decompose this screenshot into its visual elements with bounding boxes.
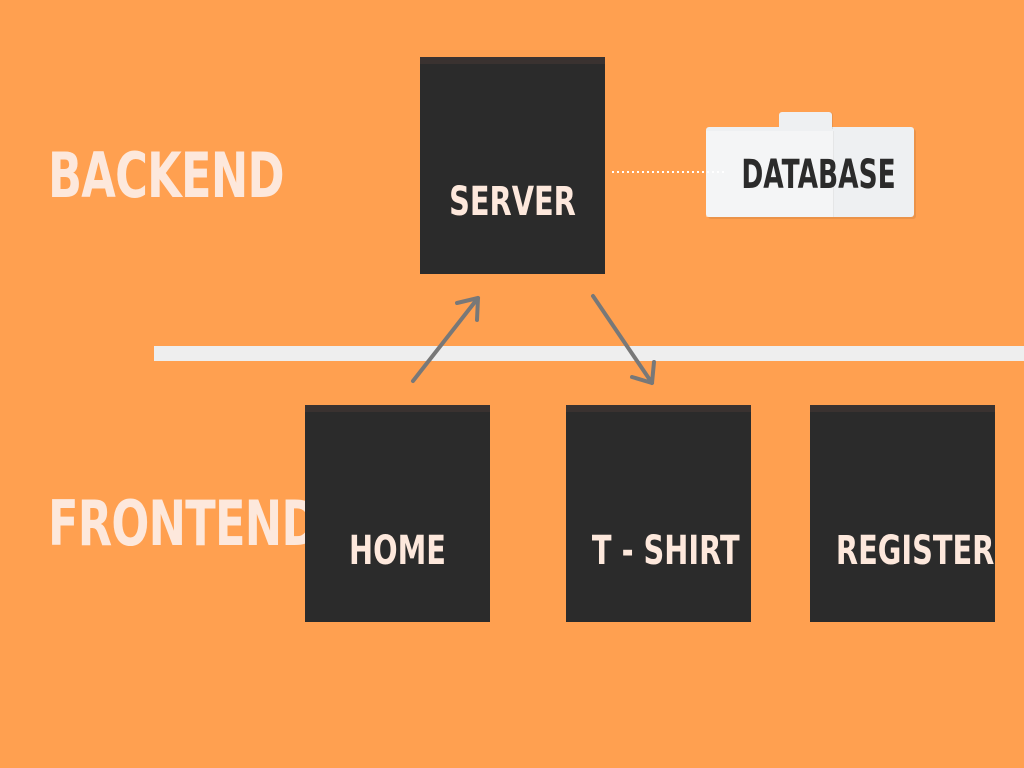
database-folder-front [706, 131, 834, 217]
section-label-backend: BACKEND [48, 139, 285, 212]
home-node-label: HOME [349, 528, 446, 574]
section-label-frontend: FRONTEND [48, 487, 318, 560]
home-node: HOME [305, 405, 490, 622]
arrow-down-icon [591, 294, 656, 385]
database-folder-tab [779, 112, 832, 129]
database-folder-icon [706, 127, 914, 217]
layer-divider [154, 346, 1024, 361]
register-node: REGISTER [810, 405, 995, 622]
register-node-label: REGISTER [835, 528, 995, 574]
arrow-up-icon [411, 296, 480, 383]
server-node: SERVER [420, 57, 605, 274]
database-node-label: DATABASE [741, 152, 896, 198]
tshirt-node: T - SHIRT [566, 405, 751, 622]
server-node-label: SERVER [449, 179, 576, 225]
tshirt-node-label: T - SHIRT [591, 528, 740, 574]
database-node: DATABASE [706, 112, 914, 217]
